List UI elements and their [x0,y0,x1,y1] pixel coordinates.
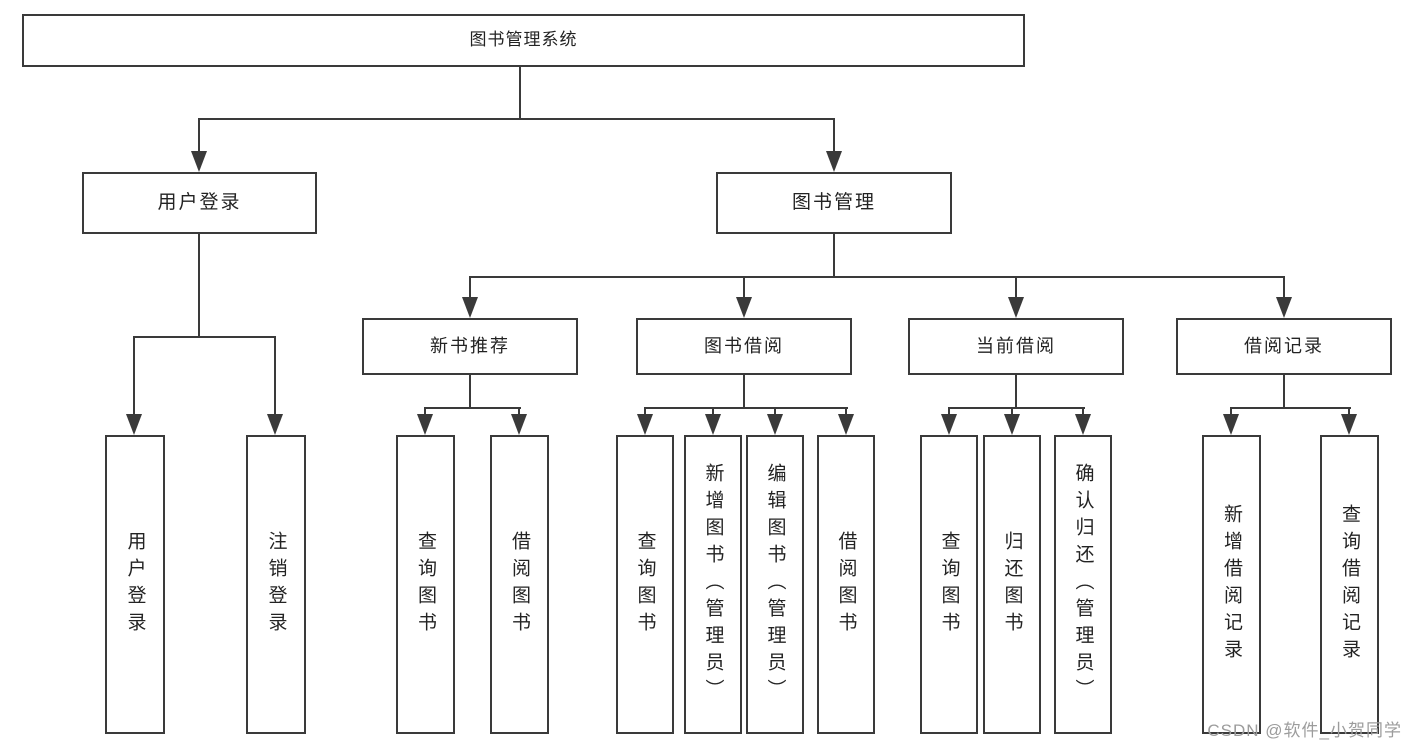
connector-hline [1230,407,1351,409]
leaf-add-book-admin: 新增图书（管理员） [684,435,742,734]
connector-vline [424,407,426,416]
connector-vline [743,276,745,298]
leaf-query-books-recommend: 查询图书 [396,435,455,734]
connector-vline [1230,407,1232,416]
connector-vline [948,407,950,416]
connector-vline [1283,375,1285,408]
node-current-borrow: 当前借阅 [908,318,1124,375]
watermark-csdn: CSDN @软件_小贺同学 [1207,721,1402,740]
arrowhead-icon [637,414,653,435]
node-library-management-system: 图书管理系统 [22,14,1025,67]
arrowhead-icon [1341,414,1357,435]
leaf-user-login: 用户登录 [105,435,165,734]
connector-vline [1283,276,1285,298]
arrowhead-icon [417,414,433,435]
leaf-confirm-return-admin: 确认归还（管理员） [1054,435,1112,734]
arrowhead-icon [1223,414,1239,435]
connector-hline [198,118,835,120]
leaf-query-books-borrow: 查询图书 [616,435,674,734]
node-user-login: 用户登录 [82,172,317,234]
arrowhead-icon [705,414,721,435]
connector-vline [833,234,835,277]
connector-hline [948,407,1085,409]
leaf-edit-book-admin: 编辑图书（管理员） [746,435,804,734]
connector-vline [845,407,847,416]
leaf-query-borrow-record: 查询借阅记录 [1320,435,1379,734]
connector-vline [712,407,714,416]
node-new-book-recommend: 新书推荐 [362,318,578,375]
leaf-return-book: 归还图书 [983,435,1041,734]
node-book-borrow: 图书借阅 [636,318,852,375]
arrowhead-icon [1276,297,1292,318]
arrowhead-icon [267,414,283,435]
connector-vline [1082,407,1084,416]
connector-hline [133,336,276,338]
leaf-add-borrow-record: 新增借阅记录 [1202,435,1261,734]
arrowhead-icon [1004,414,1020,435]
connector-vline [198,234,200,337]
connector-vline [198,118,200,152]
leaf-logout: 注销登录 [246,435,306,734]
connector-hline [469,276,1285,278]
connector-vline [743,375,745,408]
connector-vline [469,375,471,408]
connector-hline [644,407,848,409]
connector-vline [644,407,646,416]
connector-vline [1011,407,1013,416]
leaf-borrow-books-recommend: 借阅图书 [490,435,549,734]
connector-vline [274,336,276,414]
leaf-borrow-books: 借阅图书 [817,435,875,734]
connector-vline [774,407,776,416]
connector-vline [1015,375,1017,408]
arrowhead-icon [1075,414,1091,435]
connector-hline [424,407,521,409]
arrowhead-icon [462,297,478,318]
arrowhead-icon [1008,297,1024,318]
node-borrow-records: 借阅记录 [1176,318,1392,375]
node-book-management: 图书管理 [716,172,952,234]
arrowhead-icon [126,414,142,435]
connector-vline [133,336,135,414]
arrowhead-icon [736,297,752,318]
connector-vline [519,67,521,119]
connector-vline [1015,276,1017,298]
arrowhead-icon [767,414,783,435]
connector-vline [518,407,520,416]
arrowhead-icon [191,151,207,172]
arrowhead-icon [941,414,957,435]
connector-vline [1348,407,1350,416]
arrowhead-icon [838,414,854,435]
arrowhead-icon [511,414,527,435]
leaf-query-books-current: 查询图书 [920,435,978,734]
connector-vline [469,276,471,298]
connector-vline [833,118,835,152]
arrowhead-icon [826,151,842,172]
